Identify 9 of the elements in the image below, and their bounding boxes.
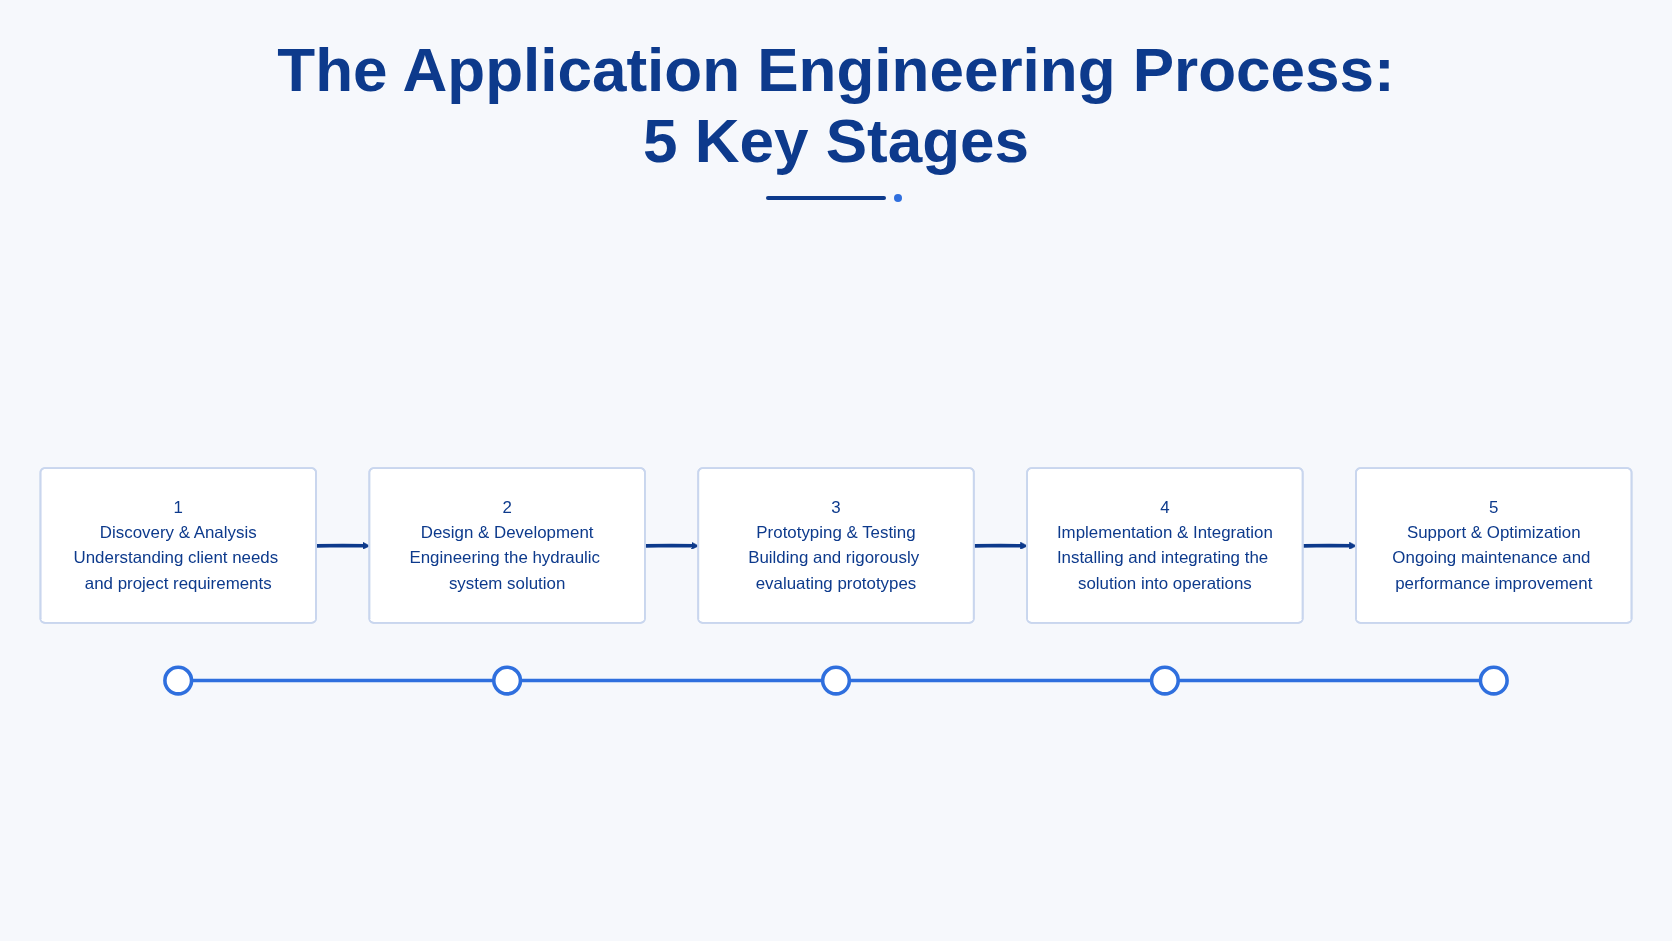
- node-circle: [492, 664, 523, 696]
- arrow: [974, 541, 1028, 550]
- node-circle: [1149, 664, 1180, 696]
- arrow: [645, 541, 699, 550]
- arrow: [1303, 541, 1357, 550]
- node-circle: [1478, 664, 1509, 696]
- node-circle: [163, 664, 194, 696]
- title: The Application Engineering Process: 5 Key Stages: [276, 34, 1396, 177]
- node-circle: [820, 664, 852, 696]
